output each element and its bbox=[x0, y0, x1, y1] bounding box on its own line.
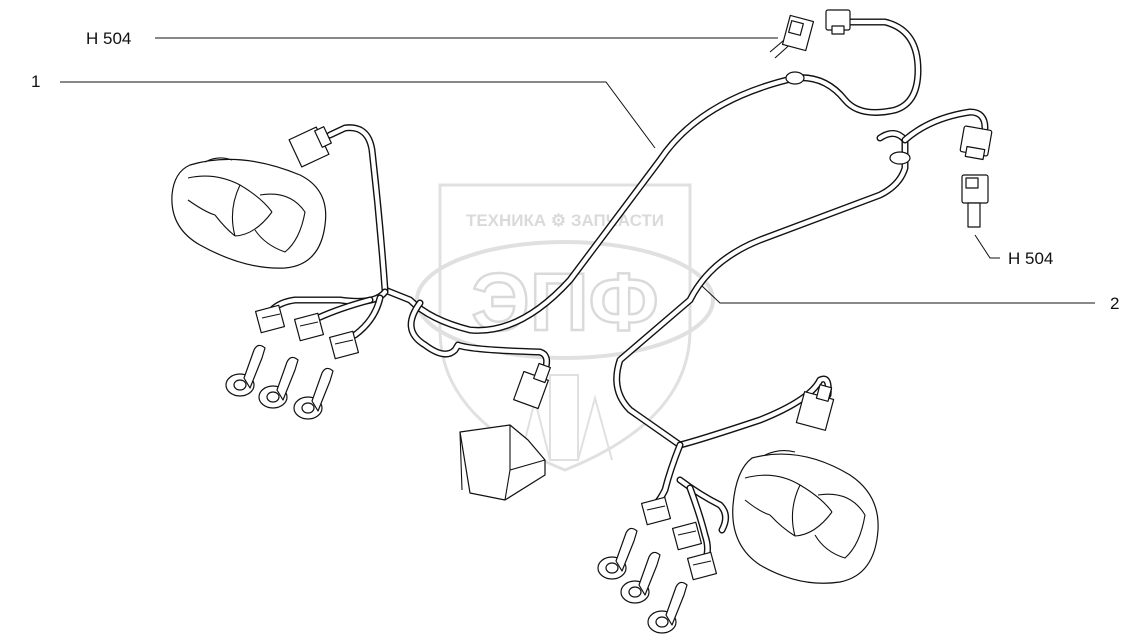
bulb-connector-right-2 bbox=[671, 521, 703, 551]
watermark-logo: ЭПФ bbox=[471, 257, 658, 348]
h504-plug-right bbox=[961, 174, 989, 228]
callout-h504-right: H 504 bbox=[1008, 249, 1054, 268]
leader-lines bbox=[60, 37, 1095, 304]
bulb-holder-left-3 bbox=[293, 367, 334, 420]
lamp-housing-right bbox=[732, 449, 879, 584]
harness-1 bbox=[225, 9, 922, 420]
harness-2 bbox=[597, 108, 993, 634]
callout-item-2: 2 bbox=[1110, 294, 1120, 313]
junction-box bbox=[459, 424, 546, 501]
callout-item-1: 1 bbox=[31, 72, 41, 91]
leader-item-2 bbox=[701, 285, 1095, 304]
connector-right-top bbox=[959, 125, 993, 161]
callout-h504-top: H 504 bbox=[86, 29, 132, 48]
watermark: ТЕХНИКА ⚙ ЗАПЧАСТИ ЭПФ bbox=[415, 183, 715, 472]
leader-h504-right bbox=[974, 234, 1000, 259]
bulb-connector-left-2 bbox=[293, 312, 325, 342]
lamp-housing-left bbox=[171, 157, 327, 269]
connector-bottom-harness-1 bbox=[513, 362, 551, 410]
h504-plug-top bbox=[769, 14, 815, 59]
bulb-connector-right-3 bbox=[686, 551, 718, 581]
bulb-connector-left-3 bbox=[328, 330, 360, 360]
connector-top-right bbox=[825, 9, 851, 35]
connector-harness-2-middle bbox=[795, 384, 835, 431]
bulb-holder-left-2 bbox=[258, 356, 299, 409]
bulb-holder-right-1 bbox=[597, 527, 638, 580]
bulb-connector-left-1 bbox=[254, 304, 286, 334]
watermark-tagline: ТЕХНИКА ⚙ ЗАПЧАСТИ bbox=[466, 211, 664, 230]
connector-top-left bbox=[288, 126, 332, 168]
bulb-connector-right-1 bbox=[640, 496, 672, 526]
leader-item-1 bbox=[60, 81, 656, 149]
bulb-holder-left-1 bbox=[225, 344, 266, 397]
bulb-holder-right-3 bbox=[647, 581, 688, 634]
bulb-holder-right-2 bbox=[620, 551, 661, 604]
